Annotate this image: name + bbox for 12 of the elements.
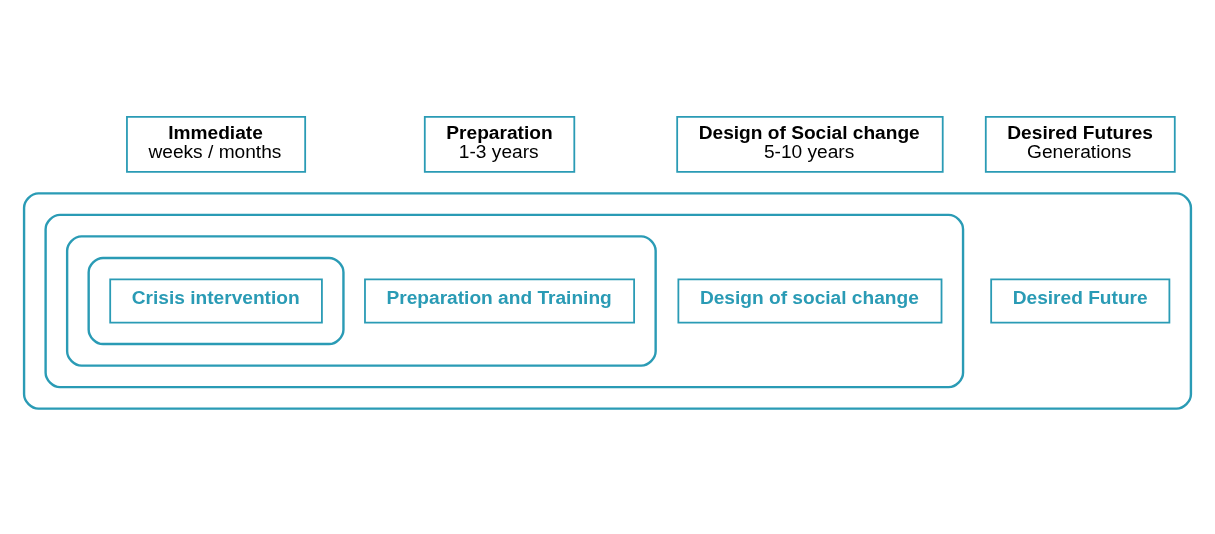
node-box: Immediate weeks / months <box>126 115 307 173</box>
node-box: Preparation and Training <box>364 278 635 323</box>
cluster <box>22 191 1193 410</box>
cluster <box>44 213 965 388</box>
cluster <box>87 256 345 345</box>
node-box: Design of Social change 5-10 years <box>676 115 944 173</box>
node-box: Design of social change <box>677 278 943 323</box>
node-box: Desired Futures Generations <box>984 115 1176 173</box>
cluster <box>65 234 657 367</box>
node-box: Crisis intervention <box>109 278 323 323</box>
node-box: Preparation 1-3 years <box>423 115 576 173</box>
node-box: Desired Future <box>990 278 1171 323</box>
